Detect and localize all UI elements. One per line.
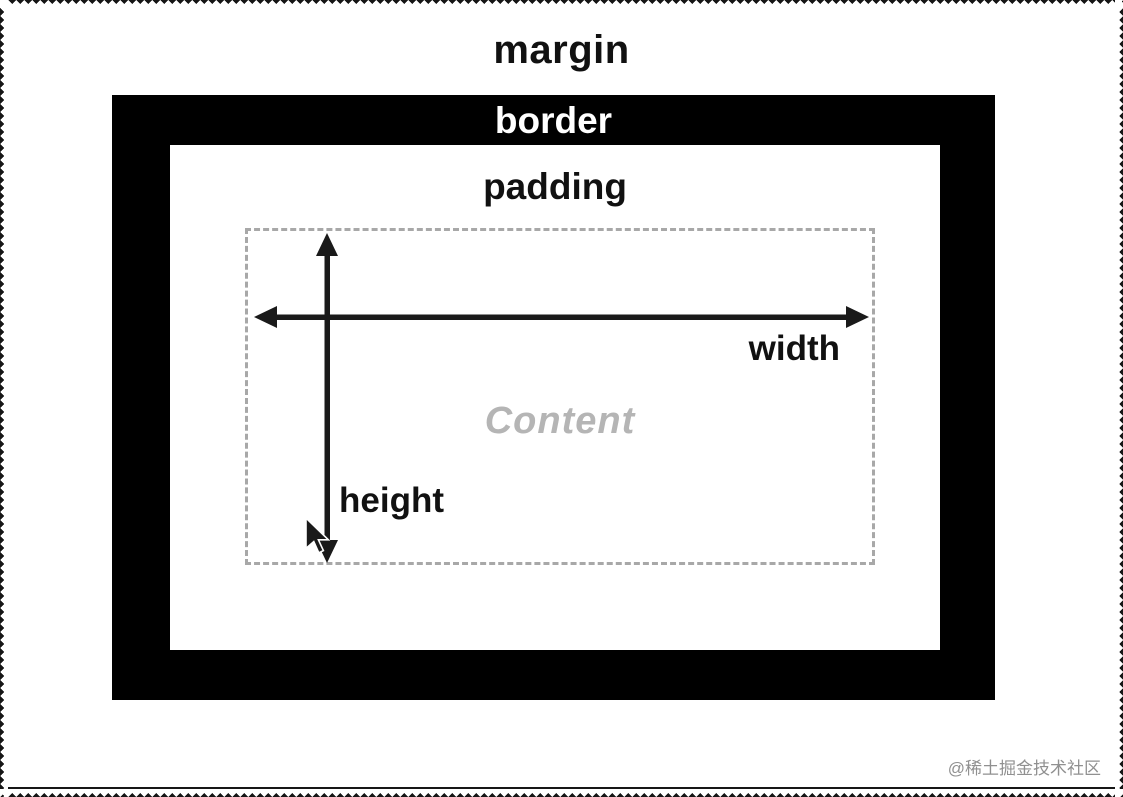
height-label: height <box>339 481 444 520</box>
content-label: Content <box>484 400 636 442</box>
watermark-text: @稀土掘金技术社区 <box>947 759 1101 778</box>
width-label: width <box>748 329 840 368</box>
margin-label: margin <box>493 28 630 72</box>
padding-label: padding <box>483 166 627 207</box>
border-label: border <box>494 100 613 141</box>
content-box <box>245 228 875 565</box>
